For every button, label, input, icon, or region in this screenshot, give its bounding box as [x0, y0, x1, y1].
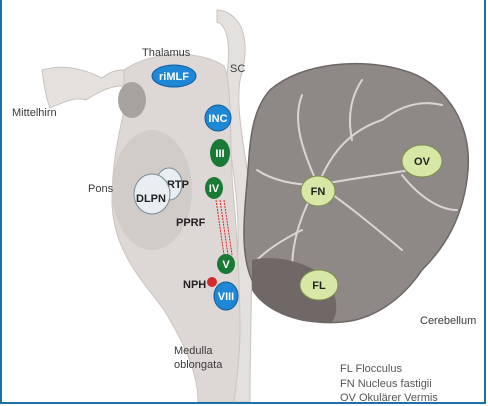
- fn-label: FN: [311, 186, 326, 198]
- legend-fn: FN Nucleus fastigii: [340, 378, 432, 390]
- nph-label: NPH: [183, 279, 206, 291]
- sc-label: SC: [230, 63, 245, 75]
- cerebellum-label: Cerebellum: [420, 315, 476, 327]
- inc-label: INC: [209, 113, 228, 125]
- nucleus-nph: [207, 277, 217, 287]
- fl-label: FL: [312, 280, 326, 292]
- legend-fl: FL Flocculus: [340, 363, 402, 375]
- pprf-label: PPRF: [176, 217, 206, 229]
- ov-label: OV: [414, 156, 431, 168]
- v-label: V: [222, 259, 230, 271]
- pons-label: Pons: [88, 183, 114, 195]
- medulla-label-2: oblongata: [174, 359, 223, 371]
- viii-label: VIII: [218, 291, 235, 303]
- diagram-canvas: riMLF INC III IV V VIII NRTP DLPN FN OV …: [2, 0, 484, 402]
- legend-ov: OV Okulärer Vermis: [340, 392, 438, 402]
- iv-label: IV: [209, 183, 220, 195]
- thalamus-label: Thalamus: [142, 47, 191, 59]
- rimlf-label: riMLF: [159, 71, 189, 83]
- mittelhirn-cap: [118, 82, 146, 118]
- iii-label: III: [215, 148, 224, 160]
- medulla-label-1: Medulla: [174, 345, 213, 357]
- dlpn-label: DLPN: [136, 193, 166, 205]
- mittelhirn-label: Mittelhirn: [12, 107, 57, 119]
